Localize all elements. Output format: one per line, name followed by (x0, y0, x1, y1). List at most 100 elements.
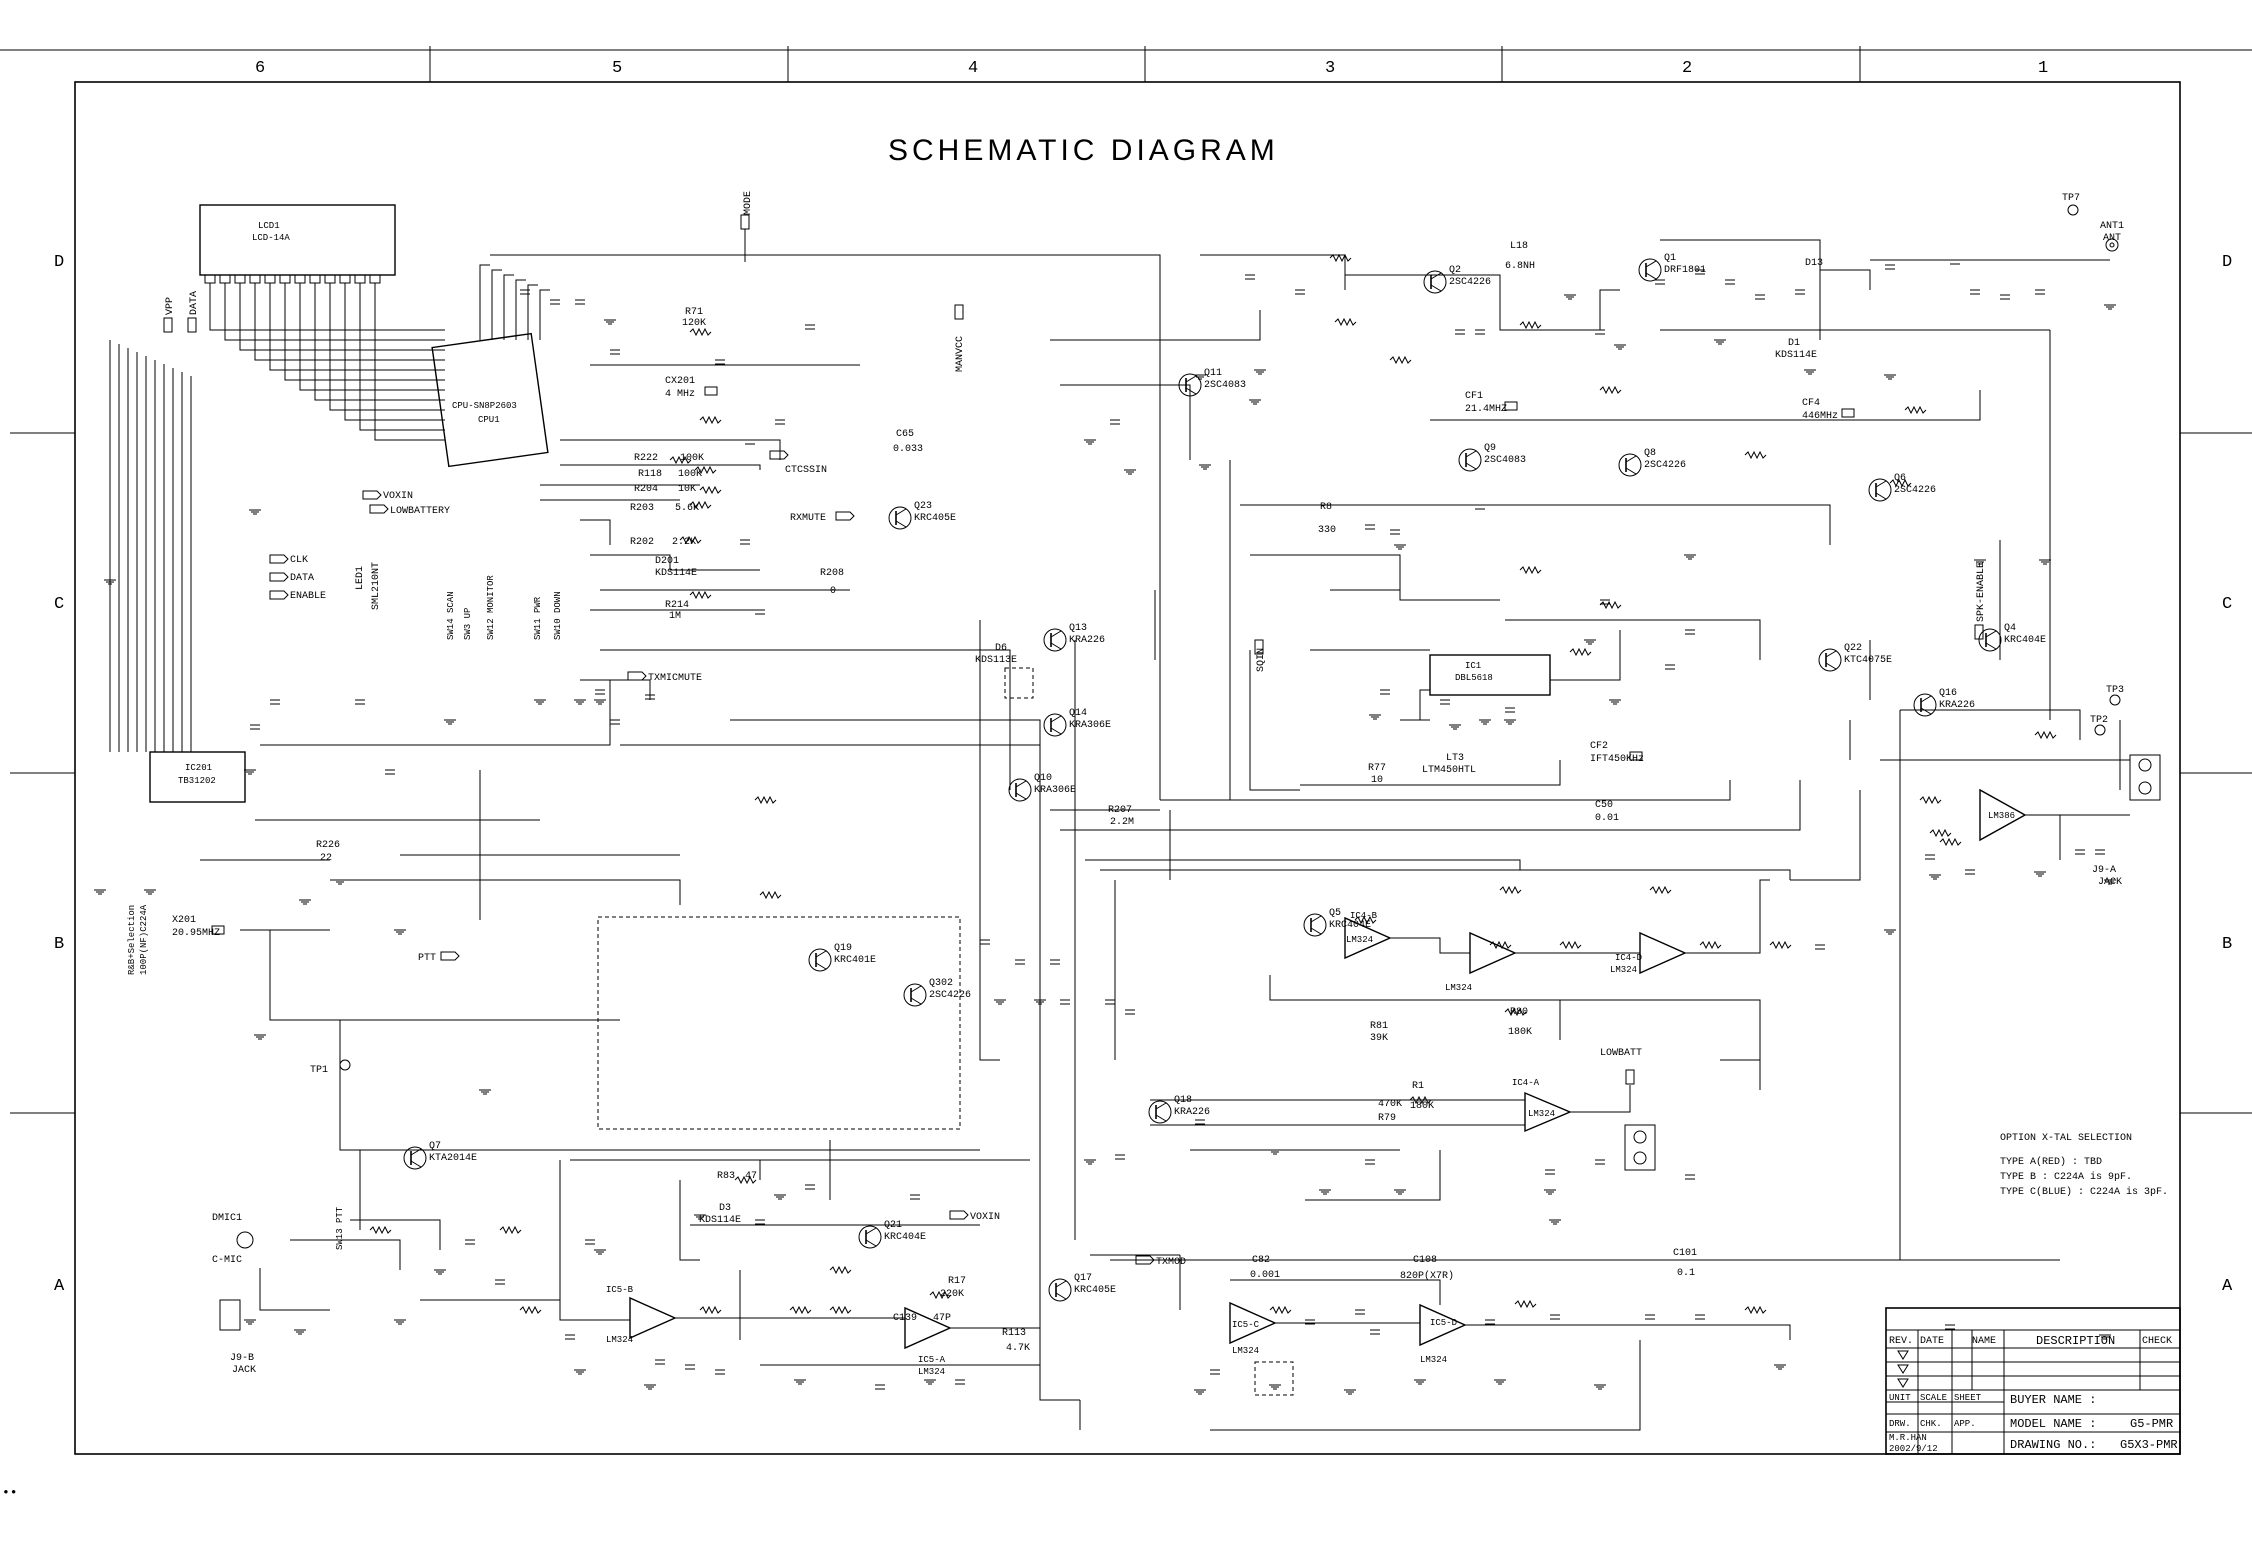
svg-text:D1: D1 (1788, 338, 1800, 349)
ic5c-part: LM324 (1232, 1346, 1259, 1356)
svg-text:PTT: PTT (418, 953, 436, 964)
svg-text:DATA: DATA (290, 573, 314, 584)
resistor-symbol (1334, 317, 1357, 327)
crystal-body (704, 386, 718, 396)
transistor-labels: Q1DRF1801Q22SC4226Q112SC4083Q92SC4083Q82… (429, 253, 2046, 1296)
bus-line (515, 279, 526, 340)
transistor-part: KRC405E (914, 513, 956, 524)
option-line-c: TYPE C(BLUE) : C224A is 3pF. (2000, 1186, 2168, 1198)
svg-text:330: 330 (1318, 525, 1336, 536)
option-line-a: TYPE A(RED) : TBD (2000, 1156, 2102, 1168)
tb-date: 2002/9/12 (1889, 1444, 1938, 1454)
transistor-emitter (1625, 467, 1637, 475)
svg-text:R81: R81 (1370, 1021, 1388, 1032)
svg-text:0.01: 0.01 (1595, 813, 1619, 824)
tb-drawn-by: M.R.HAN (1889, 1433, 1927, 1443)
resistor-symbol (1409, 1095, 1432, 1105)
net-mode: MODE (740, 191, 754, 262)
antenna: ANT1 ANT (2100, 221, 2124, 252)
ic1-ref: IC1 (1465, 661, 1481, 671)
transistor-part: KRA226 (1939, 700, 1975, 711)
d6-dashed-box (1004, 667, 1034, 699)
crystal-ref: CF4 (1802, 398, 1820, 409)
switch-label: SW13 PTT (335, 1206, 345, 1250)
lcd-pin (294, 274, 306, 284)
transistor-emitter (1310, 927, 1322, 935)
net-lowbattery: LOWBATTERY (369, 504, 450, 517)
net-ptt: PTT (418, 951, 460, 964)
transistor-collector (1825, 650, 1837, 658)
transistor-ref: Q7 (429, 1141, 441, 1152)
option-line-b: TYPE B : C224A is 9pF. (2000, 1171, 2132, 1183)
resistor-symbol (1599, 385, 1622, 395)
resistor-symbol (699, 1305, 722, 1315)
svg-text:R71: R71 (685, 307, 703, 318)
bus-line (299, 283, 445, 391)
transistor-ref: Q302 (929, 978, 953, 989)
resistor-symbol (829, 1305, 852, 1315)
svg-text:R208: R208 (820, 568, 844, 579)
lcd-pin (234, 274, 246, 284)
resistor-symbol (1389, 355, 1412, 365)
svg-text:TP1: TP1 (310, 1065, 328, 1076)
transistor-ref: Q19 (834, 943, 852, 954)
transistor-collector (895, 508, 907, 516)
transistor-emitter (1050, 727, 1062, 735)
speaker-connector (1624, 1124, 1656, 1171)
cpu-ref: CPU1 (478, 415, 500, 425)
transistor-part: KRA226 (1069, 635, 1105, 646)
resistor-symbol (699, 485, 722, 495)
tb-chk: CHK. (1920, 1419, 1942, 1429)
lcd-pin (339, 274, 351, 284)
tb-name-head: NAME (1972, 1336, 1996, 1347)
ic5c-ref: IC5-C (1232, 1320, 1260, 1330)
transistor-part: 2SC4226 (929, 990, 971, 1001)
svg-text:VOXIN: VOXIN (970, 1212, 1000, 1223)
ic4b-ref: IC4-B (1350, 911, 1378, 921)
transistor-q17 (1048, 1278, 1072, 1302)
svg-text:D3: D3 (719, 1203, 731, 1214)
transistor-emitter (1985, 642, 1997, 650)
grid-row-labels: D C B A D C B A (54, 253, 2233, 1296)
transistor-emitter (815, 962, 827, 970)
resistor-symbol (1519, 565, 1542, 575)
resistor-symbol (1599, 600, 1622, 610)
svg-text:JACK: JACK (232, 1365, 256, 1376)
tb-check-head: CHECK (2142, 1336, 2172, 1347)
resistor-symbol (1769, 940, 1792, 950)
ic4a-ref: IC4-A (1512, 1078, 1540, 1088)
crystal-ref: CX201 (665, 376, 695, 387)
resistor-symbol (1649, 885, 1672, 895)
component-labels: D201 KDS114E LED1 SML210NT D6 KDS113E D1… (316, 241, 1823, 1354)
bus-line (539, 289, 550, 340)
bus-line (344, 283, 445, 421)
transistor-collector (1310, 915, 1322, 923)
svg-text:C65: C65 (896, 429, 914, 440)
tb-scale: SCALE (1920, 1393, 1947, 1403)
svg-text:MODE: MODE (743, 191, 754, 215)
resistor-symbol (689, 590, 712, 600)
svg-text:KDS114E: KDS114E (1775, 350, 1817, 361)
bus-line (239, 283, 445, 351)
resistor-symbol (1559, 940, 1582, 950)
opamp-ic5d: IC5-D LM324 (1419, 1303, 1467, 1365)
svg-text:180K: 180K (1410, 1101, 1434, 1112)
crystal-value: 446MHz (1802, 411, 1838, 422)
opamp-ic5a: IC5-A LM324 (904, 1306, 952, 1377)
transistor-ref: Q14 (1069, 708, 1087, 719)
resistor-symbol (1489, 940, 1512, 950)
resistor-symbol (759, 890, 782, 900)
net-sqin: SQIN (1254, 639, 1267, 672)
page-title: SCHEMATIC DIAGRAM (888, 134, 1279, 167)
resistor-symbol (679, 535, 702, 545)
transistor-ref: Q22 (1844, 643, 1862, 654)
resistor-symbol (1354, 915, 1377, 925)
resistor-symbol (1269, 1305, 1292, 1315)
svg-text:470K: 470K (1378, 1099, 1402, 1110)
option-heading: OPTION X-TAL SELECTION (2000, 1133, 2132, 1144)
grid-frame (0, 46, 2252, 1455)
resistor-symbol (1499, 885, 1522, 895)
transistor-ref: Q18 (1174, 1095, 1192, 1106)
transistor-ref: Q2 (1449, 265, 1461, 276)
